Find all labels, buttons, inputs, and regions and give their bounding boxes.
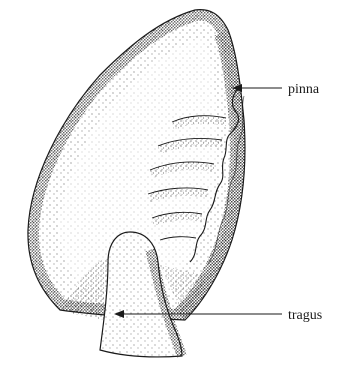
pinna-label: pinna xyxy=(288,82,320,97)
pinna-pointer xyxy=(232,84,282,92)
tragus-label: tragus xyxy=(288,308,322,323)
